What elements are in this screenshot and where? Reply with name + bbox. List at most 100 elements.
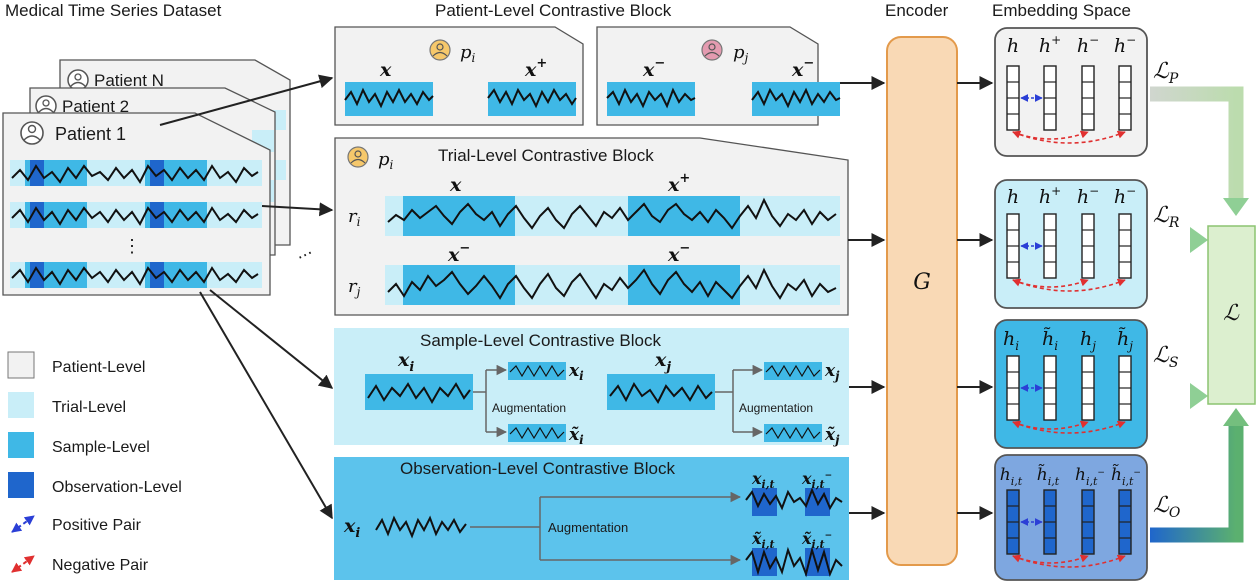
emb3-h2-sub: i xyxy=(1054,339,1058,353)
svg-text:xj: xj xyxy=(824,361,840,383)
patient-xneg2-signal xyxy=(751,87,841,109)
emb4-h4-sub: i,t xyxy=(1122,475,1134,488)
patient-pj-label: p xyxy=(733,42,745,63)
observation-o4-sub: i,t xyxy=(812,538,825,551)
emb3-h4-sub: j xyxy=(1126,339,1133,353)
block-to-encoder-arrows xyxy=(840,76,886,520)
legend-observation-swatch xyxy=(8,472,34,498)
patient-x-signal xyxy=(344,87,434,109)
patient-pi-sub: i xyxy=(472,51,476,65)
patient-xpos-label: x xyxy=(524,59,537,81)
trial-rj-label: r xyxy=(348,276,358,297)
svg-text:h−: h− xyxy=(1114,33,1136,57)
svg-text:x−: x− xyxy=(667,241,690,266)
embedding-row-trial: h h+ h− h− xyxy=(994,179,1148,309)
emb1-h2: h xyxy=(1039,35,1051,57)
loss-s-sub: S xyxy=(1169,355,1179,371)
svg-text:h−: h− xyxy=(1114,184,1136,208)
emb1-h4: h xyxy=(1114,35,1126,57)
sample-out-xj: x xyxy=(824,361,836,381)
legend: Patient-Level Trial-Level Sample-Level O… xyxy=(7,351,182,574)
patient-x-label: x xyxy=(379,59,392,81)
loss-p-sub: P xyxy=(1168,71,1179,87)
loss-s-label: ℒ xyxy=(1153,343,1170,368)
svg-text:xi,t−: xi,t− xyxy=(801,469,832,491)
emb2-h4: h xyxy=(1114,186,1126,208)
svg-text:h̃i,t: h̃i,t xyxy=(1037,464,1060,488)
svg-text:ℒP: ℒP xyxy=(1153,59,1179,87)
trial-level-block: pi Trial-Level Contrastive Block ri x x+… xyxy=(334,137,849,316)
svg-text:ℒO: ℒO xyxy=(1153,493,1181,521)
trial-xneg2-sup: − xyxy=(679,241,690,256)
sample-out-xj-sub: j xyxy=(833,369,840,383)
observation-level-block: Observation-Level Contrastive Block xi A… xyxy=(334,457,849,580)
sample-xi-sub: i xyxy=(409,360,414,375)
svg-text:h−: h− xyxy=(1077,33,1099,57)
embedding-row-sample: hi h̃i hj h̃j xyxy=(994,319,1148,449)
encoder-title: Encoder xyxy=(885,1,949,20)
patient-block-title: Patient-Level Contrastive Block xyxy=(435,1,672,20)
embedding-title: Embedding Space xyxy=(992,1,1131,20)
svg-text:x−: x− xyxy=(791,56,814,81)
emb2-h3: h xyxy=(1077,186,1089,208)
svg-text:hi,t: hi,t xyxy=(1000,465,1023,488)
observation-o4-sup: − xyxy=(825,531,833,541)
loss-r-sub: R xyxy=(1168,215,1180,231)
emb4-h3: h xyxy=(1075,465,1086,485)
sample-out-xtj: x̃ xyxy=(824,425,836,445)
legend-patient-label: Patient-Level xyxy=(52,359,145,376)
encoder-g-label: G xyxy=(913,270,931,295)
observation-o1: x xyxy=(751,469,762,488)
sample-xtj-aug-signal xyxy=(765,426,821,440)
svg-text:x+: x+ xyxy=(667,171,690,196)
trial-ri-label: r xyxy=(348,206,358,227)
svg-text:pi: pi xyxy=(460,42,476,65)
svg-text:h: h xyxy=(1007,186,1019,208)
sample-block-title: Sample-Level Contrastive Block xyxy=(420,331,661,350)
svg-text:hi,t−: hi,t− xyxy=(1075,465,1105,488)
encoder-to-embedding-arrows xyxy=(957,76,994,520)
trial-block-title: Trial-Level Contrastive Block xyxy=(438,146,654,165)
loss-o-label: ℒ xyxy=(1153,493,1170,518)
sample-aug-1: Augmentation xyxy=(492,401,566,415)
emb3-h1: h xyxy=(1003,328,1015,350)
svg-text:x̃i,t: x̃i,t xyxy=(751,529,775,551)
trial-row-3-signal xyxy=(11,266,259,286)
trial-row-1-signal xyxy=(11,164,259,184)
emb4-h3-sup: − xyxy=(1097,468,1105,478)
trial-rj-sub: j xyxy=(354,285,361,299)
svg-text:x−: x− xyxy=(447,241,470,266)
svg-text:hj: hj xyxy=(1080,328,1096,353)
observation-o4: x̃ xyxy=(801,529,812,548)
patient-n-label: Patient N xyxy=(94,71,164,90)
emb3-h3: h xyxy=(1080,328,1092,350)
patient-xneg1-sup: − xyxy=(654,56,665,71)
total-loss-box: ℒ xyxy=(1207,225,1256,405)
observation-o2-sup: − xyxy=(825,471,833,481)
emb2-h4-sup: − xyxy=(1126,184,1136,198)
observation-block-title: Observation-Level Contrastive Block xyxy=(400,459,675,478)
legend-positive-label: Positive Pair xyxy=(52,517,142,534)
svg-text:ℒR: ℒR xyxy=(1153,203,1180,231)
legend-negative-arrow-icon xyxy=(11,555,35,573)
emb3-h2: h̃ xyxy=(1042,327,1054,350)
sample-out-xi: x xyxy=(568,361,580,381)
emb1-h3: h xyxy=(1077,35,1089,57)
trial-row-2-signal xyxy=(11,206,259,226)
loss-r-label: ℒ xyxy=(1153,203,1170,228)
legend-patient-swatch xyxy=(7,351,35,379)
svg-text:xi,t: xi,t xyxy=(751,469,775,491)
patient-pj-sub: j xyxy=(742,51,749,65)
trial-xpos-label: x xyxy=(667,174,680,196)
emb4-h1-sub: i,t xyxy=(1011,475,1023,488)
svg-text:pi: pi xyxy=(378,149,394,172)
patient-level-block: pi x x+ pj x− x− xyxy=(334,26,841,126)
observation-xi-sub: i xyxy=(355,526,360,541)
patient-xpos-signal xyxy=(487,87,577,109)
svg-text:h: h xyxy=(1007,35,1019,57)
svg-text:hi: hi xyxy=(1003,328,1019,353)
svg-text:xj: xj xyxy=(654,349,671,375)
sample-level-block: Sample-Level Contrastive Block x i Augmen… xyxy=(334,328,849,447)
trial-xneg1-sup: − xyxy=(459,241,470,256)
